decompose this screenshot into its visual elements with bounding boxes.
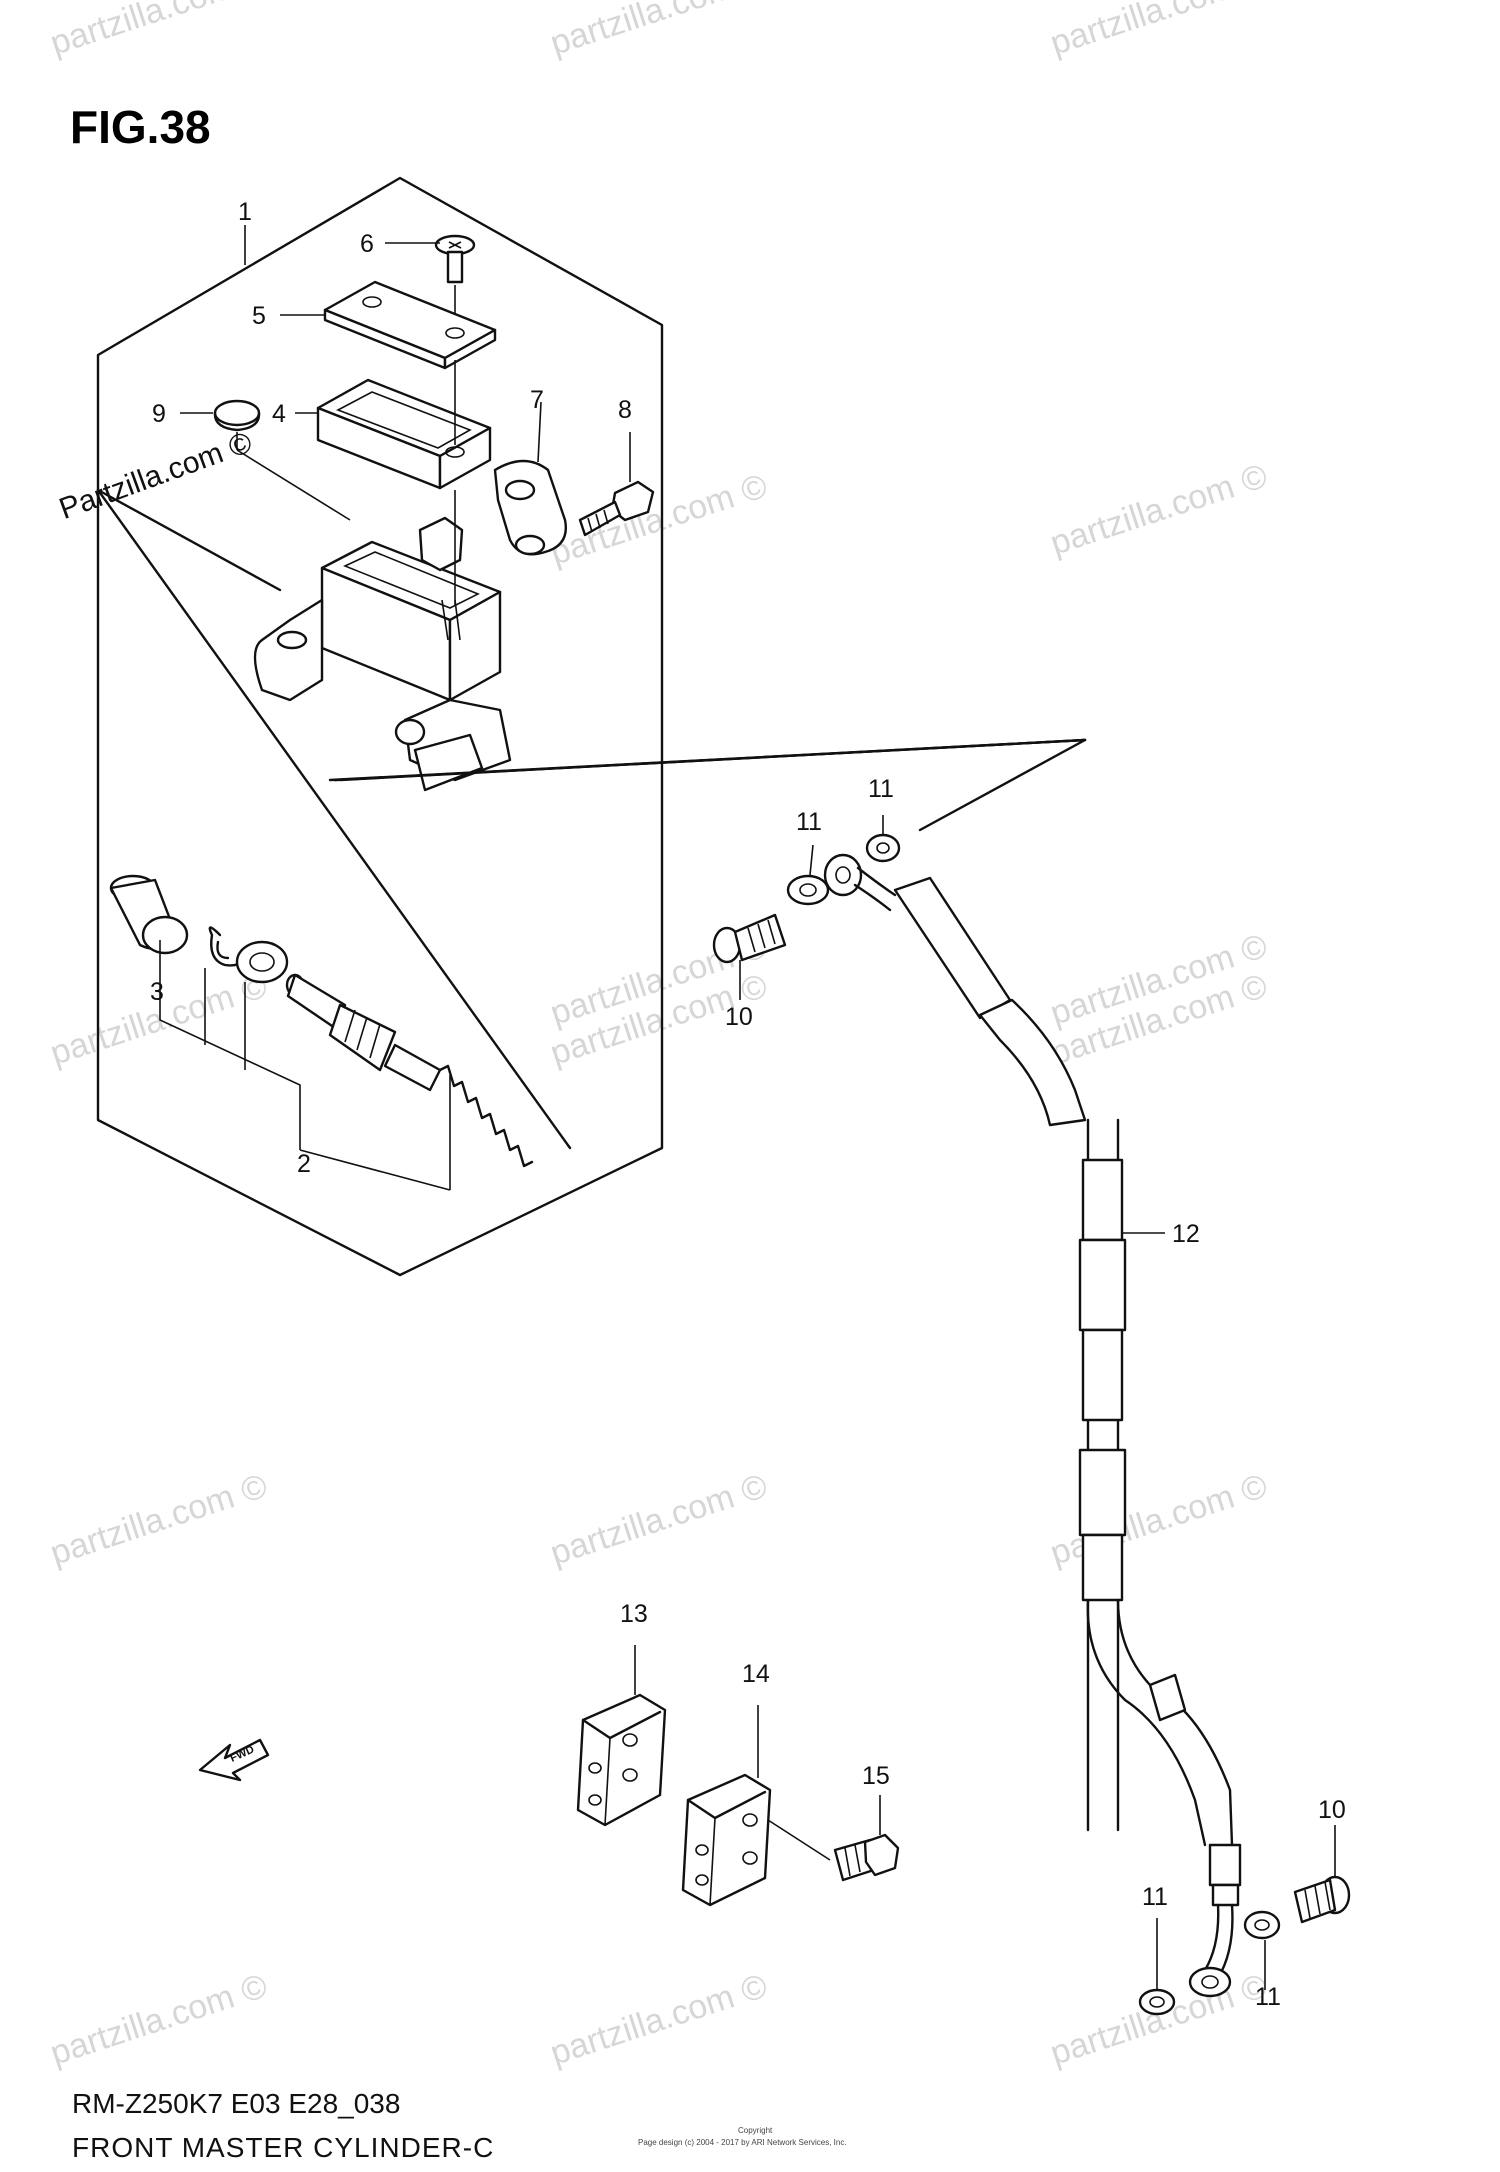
watermark: partzilla.com © [1046, 1967, 1272, 2073]
copyright-title: Copyright [738, 2126, 773, 2135]
callout-11: 11 [796, 808, 822, 836]
callout-1: 1 [238, 198, 252, 226]
part-5-reservoir-cap [323, 280, 497, 370]
callout-10: 10 [725, 1003, 753, 1031]
washer-11 [1138, 1988, 1176, 2016]
part-15-bolt [833, 1795, 900, 1882]
washer-11 [786, 874, 830, 906]
part-13-hose-guide [576, 1645, 667, 1827]
callout-15: 15 [862, 1762, 890, 1790]
callout-10: 10 [1318, 1796, 1346, 1824]
callout-13: 13 [620, 1600, 648, 1628]
part-14-hose-guide [681, 1705, 831, 1907]
washer-11 [865, 833, 901, 863]
figure-title: FIG.38 [70, 101, 211, 153]
forward-direction-arrow: FWD [198, 1738, 270, 1782]
callout-bracket [159, 940, 301, 1150]
watermark: partzilla.com © [46, 1967, 272, 2073]
master-cylinder-body [253, 516, 512, 792]
callout-11: 11 [1255, 1983, 1281, 2011]
watermark: partzilla.com © [1046, 0, 1272, 63]
callout-5: 5 [252, 302, 266, 330]
reference-line [333, 738, 1087, 782]
part-3-boot [109, 874, 189, 955]
callout-leaders [180, 225, 1336, 1990]
copyright-text: Page design (c) 2004 - 2017 by ARI Netwo… [638, 2138, 847, 2147]
part-6-screw [434, 234, 476, 325]
part-washer [235, 940, 289, 984]
callout-11: 11 [868, 775, 894, 803]
part-7-clamp-holder [493, 401, 567, 556]
assembly-outline [96, 176, 664, 1277]
callout-6: 6 [360, 230, 374, 258]
reference-line [96, 488, 282, 592]
union-bolt-upper [712, 913, 787, 964]
callout-14: 14 [742, 1660, 770, 1688]
reference-line [96, 488, 572, 1150]
callout-3: 3 [150, 978, 164, 1006]
watermark: partzilla.com © [46, 1467, 272, 1573]
callout-7: 7 [530, 386, 544, 414]
model-code: RM-Z250K7 E03 E28_038 [72, 2088, 401, 2119]
callout-8: 8 [618, 396, 632, 424]
part-4-diaphragm [316, 378, 492, 490]
union-bolt-lower [1293, 1875, 1351, 1924]
watermark: partzilla.com © [546, 1967, 772, 2073]
figure-description: FRONT MASTER CYLINDER-C [72, 2132, 495, 2163]
watermark: partzilla.com © [46, 0, 272, 63]
callout-9: 9 [152, 400, 166, 428]
reference-line [918, 738, 1087, 832]
callout-11: 11 [1142, 1883, 1168, 1911]
callout-4: 4 [272, 400, 286, 428]
callout-2: 2 [297, 1150, 311, 1178]
watermark: partzilla.com © [546, 0, 772, 63]
washer-11 [1243, 1910, 1281, 1940]
watermark: partzilla.com © [546, 1467, 772, 1573]
part-8-bolt [578, 432, 655, 537]
part-9-rubber-cap [213, 399, 351, 521]
watermark: partzilla.com © [1046, 457, 1272, 563]
part-2-piston-kit [285, 973, 534, 1168]
callout-12: 12 [1172, 1220, 1200, 1248]
callout-bracket [299, 1149, 451, 1191]
part-12-brake-hose [823, 853, 1242, 1998]
